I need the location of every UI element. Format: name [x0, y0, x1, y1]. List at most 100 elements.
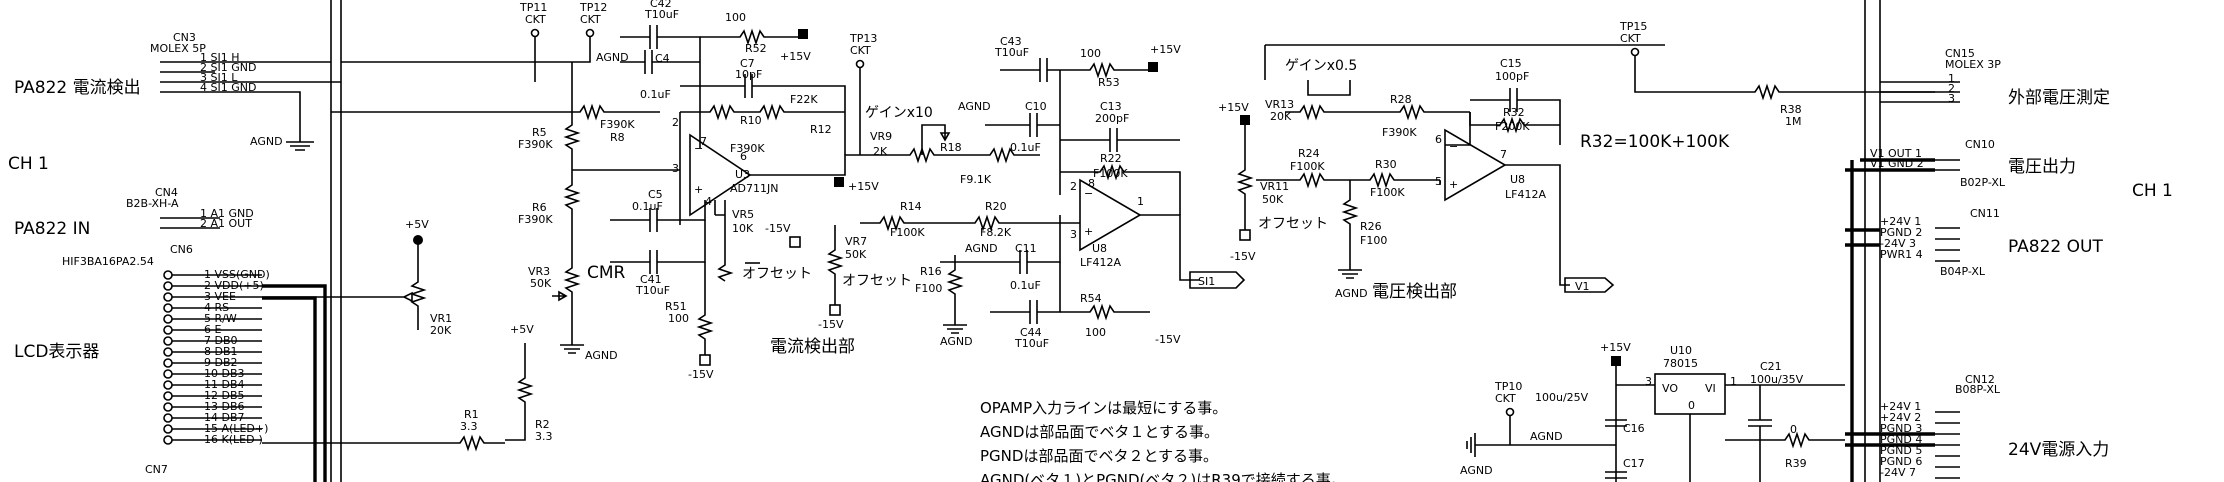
cn6-pin-terminal [163, 270, 173, 280]
svg-text:1 VSS(GND): 1 VSS(GND) [204, 268, 270, 281]
svg-text:VO: VO [1662, 382, 1678, 395]
regulator-u10: +15V U10 78015 VO VI 0 3 1 C21 100u/35V … [1460, 341, 1845, 482]
svg-text:8: 8 [1088, 177, 1095, 190]
svg-text:F100K: F100K [1093, 167, 1128, 180]
svg-text:2: 2 [1070, 180, 1077, 193]
svg-text:6 E: 6 E [204, 323, 221, 336]
tp15: TP15 CKT R38 1M [1619, 20, 1935, 128]
svg-text:1: 1 [1948, 72, 1955, 85]
svg-text:-15V: -15V [1155, 333, 1181, 346]
svg-text:F100K: F100K [1370, 186, 1405, 199]
svg-text:3: 3 [672, 162, 679, 175]
svg-text:F390K: F390K [600, 118, 635, 131]
svg-text:50K: 50K [1262, 193, 1284, 206]
svg-text:HIF3BA16PA2.54: HIF3BA16PA2.54 [62, 255, 154, 268]
svg-text:T10uF: T10uF [994, 46, 1029, 59]
svg-text:−: − [1084, 187, 1093, 200]
svg-text:LF412A: LF412A [1080, 256, 1121, 269]
cn6-pin-terminal [163, 424, 173, 434]
svg-text:F22K: F22K [790, 93, 818, 106]
svg-text:2 VDD(+5): 2 VDD(+5) [204, 279, 264, 292]
voltage-detect-label: 電圧検出部 [1372, 282, 1457, 302]
svg-text:AGND: AGND [596, 51, 629, 64]
svg-text:1: 1 [1730, 375, 1737, 388]
lcd-display-label: LCD表示器 [14, 342, 99, 362]
r1-r2: +5V R1 3.3 R2 3.3 [262, 323, 553, 452]
svg-text:-24V 3: -24V 3 [1880, 237, 1916, 250]
svg-text:CN12: CN12 [1965, 373, 1995, 386]
svg-text:15 A(LED+): 15 A(LED+) [204, 422, 268, 435]
svg-text:VI: VI [1705, 382, 1716, 395]
svg-text:50K: 50K [530, 277, 552, 290]
svg-text:U8: U8 [1092, 242, 1107, 255]
svg-text:3.3: 3.3 [460, 420, 478, 433]
svg-text:-15V: -15V [818, 318, 844, 331]
svg-text:CN6: CN6 [170, 243, 193, 256]
svg-text:R28: R28 [1390, 93, 1412, 106]
svg-text:0.1uF: 0.1uF [632, 200, 663, 213]
voltage-output-label: 電圧出力 [2008, 157, 2076, 177]
svg-text:+24V 2: +24V 2 [1880, 411, 1921, 424]
svg-text:20K: 20K [430, 324, 452, 337]
svg-text:C7: C7 [740, 57, 755, 70]
connector-cn12: CN12 B08P-XL +24V 1 +24V 2 PGND 3 PGND 4… [1845, 373, 2109, 479]
cn6-pin-terminal [163, 380, 173, 390]
svg-text:B02P-XL: B02P-XL [1960, 176, 2006, 189]
svg-text:2: 2 [672, 116, 679, 129]
svg-text:TP11: TP11 [519, 1, 547, 14]
svg-text:3: 3 [1070, 228, 1077, 241]
voltage-detect-stage: ゲインx0.5 VR13 20K R28 F390K C15 100pF R32… [1218, 44, 1730, 302]
svg-text:C44: C44 [1020, 326, 1042, 339]
svg-text:7 DB0: 7 DB0 [204, 334, 238, 347]
svg-text:-24V 7: -24V 7 [1880, 466, 1916, 479]
svg-text:F100: F100 [915, 282, 942, 295]
svg-text:+15V: +15V [1218, 101, 1249, 114]
svg-text:4 SI1 GND: 4 SI1 GND [200, 81, 256, 94]
svg-text:10 DB3: 10 DB3 [204, 367, 245, 380]
svg-text:100u/35V: 100u/35V [1750, 373, 1804, 386]
svg-text:5: 5 [1435, 175, 1442, 188]
svg-text:13 DB6: 13 DB6 [204, 400, 245, 413]
external-voltage-label: 外部電圧測定 [2008, 88, 2110, 108]
svg-text:LF412A: LF412A [1505, 188, 1546, 201]
svg-text:CKT: CKT [525, 13, 546, 26]
cn6-pin-terminal [163, 391, 173, 401]
svg-text:T10uF: T10uF [644, 8, 679, 21]
svg-text:+15V: +15V [848, 180, 879, 193]
svg-text:R54: R54 [1080, 292, 1102, 305]
connector-cn10: CN10 V1 OUT 1 V1 GND 2 B02P-XL 電圧出力 [1870, 138, 2076, 189]
svg-text:+15V: +15V [1150, 43, 1181, 56]
cn6-pin-terminal [163, 369, 173, 379]
svg-text:B08P-XL: B08P-XL [1955, 383, 2001, 396]
svg-text:F390K: F390K [1382, 126, 1417, 139]
svg-text:B2B-XH-A: B2B-XH-A [126, 197, 179, 210]
svg-text:5 R/W: 5 R/W [204, 312, 237, 325]
svg-text:10pF: 10pF [735, 68, 762, 81]
svg-text:AGND: AGND [1460, 464, 1493, 477]
svg-text:R26: R26 [1360, 220, 1382, 233]
svg-text:3: 3 [1948, 92, 1955, 105]
cn6-pin-terminal [163, 347, 173, 357]
connector-cn4: CN4 B2B-XH-A 1 A1 GND 2 A1 OUT [126, 186, 254, 230]
svg-text:200pF: 200pF [1095, 112, 1129, 125]
svg-text:20K: 20K [1270, 110, 1292, 123]
svg-text:PGND 5: PGND 5 [1880, 444, 1922, 457]
cn6-pin-terminal [163, 314, 173, 324]
svg-text:C16: C16 [1623, 422, 1645, 435]
supply-24v-label: 24V電源入力 [2008, 440, 2109, 460]
left-bus [262, 0, 342, 482]
svg-text:16 K(LED-): 16 K(LED-) [204, 433, 263, 446]
svg-text:PGND 2: PGND 2 [1880, 226, 1922, 239]
svg-text:PGND 6: PGND 6 [1880, 455, 1922, 468]
svg-text:1M: 1M [1785, 115, 1802, 128]
svg-text:VR13: VR13 [1265, 98, 1294, 111]
ch1-left: CH 1 [8, 154, 49, 174]
svg-text:C42: C42 [650, 0, 672, 10]
ch1-right: CH 1 [2132, 181, 2173, 201]
svg-text:-15V: -15V [1230, 250, 1256, 263]
svg-text:VR1: VR1 [430, 312, 452, 325]
pa822-current-detect-label: PA822 電流検出 [14, 78, 141, 98]
svg-text:AGND: AGND [250, 135, 283, 148]
svg-text:VR9: VR9 [870, 130, 892, 143]
svg-text:C4: C4 [655, 52, 670, 65]
